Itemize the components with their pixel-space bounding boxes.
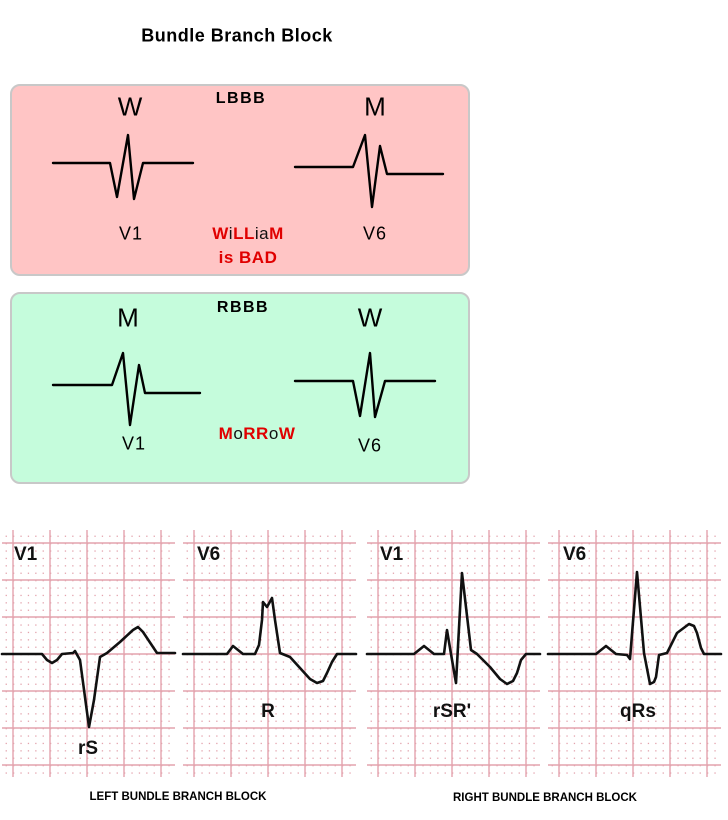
ecg-lead-label: V1 bbox=[14, 544, 38, 565]
lbbb-v6-waveform bbox=[293, 133, 445, 209]
lbbb-v1-label: V1 bbox=[118, 223, 144, 244]
lbbb-box bbox=[10, 84, 470, 276]
lbbb-v1-ecg-trace bbox=[0, 625, 177, 729]
rbbb-v6-waveform bbox=[293, 351, 437, 419]
lbbb-heading: LBBB bbox=[215, 90, 267, 107]
mnemonic-letters: M bbox=[269, 224, 284, 243]
lbbb-v6-ecg-trace bbox=[181, 596, 358, 685]
mnemonic-letters: ia bbox=[254, 224, 270, 243]
page-title: Bundle Branch Block bbox=[141, 25, 333, 46]
rbbb-v1-shape-letter: M bbox=[117, 302, 139, 333]
ecg-pattern-label: qRs bbox=[620, 701, 656, 722]
rbbb-v6-shape-letter: W bbox=[357, 302, 383, 333]
left-bbb-caption: LEFT BUNDLE BRANCH BLOCK bbox=[89, 791, 267, 803]
rbbb-v1-ecg-trace bbox=[365, 571, 542, 686]
lbbb-v6-label: V6 bbox=[362, 223, 388, 244]
ecg-lead-label: V6 bbox=[197, 544, 221, 565]
rbbb-v1-label: V1 bbox=[121, 433, 147, 454]
ecg-lead-label: V1 bbox=[380, 544, 404, 565]
lbbb-mnemonic-is-bad: is BAD bbox=[218, 248, 278, 267]
ecg-pattern-label: rS bbox=[77, 738, 99, 759]
mnemonic-letters: i bbox=[228, 224, 234, 243]
lbbb-v6-shape-letter: M bbox=[364, 91, 386, 122]
rbbb-heading: RBBB bbox=[216, 299, 270, 316]
mnemonic-letters: RR bbox=[243, 424, 269, 443]
mnemonic-letters: o bbox=[268, 424, 279, 443]
mnemonic-letters: o bbox=[233, 424, 244, 443]
right-bbb-caption: RIGHT BUNDLE BRANCH BLOCK bbox=[453, 792, 637, 804]
ecg-pattern-label: R bbox=[261, 701, 275, 722]
mnemonic-letters: W bbox=[278, 424, 296, 443]
ecg-pattern-label: rSR' bbox=[432, 701, 472, 722]
lbbb-v1-waveform bbox=[51, 133, 195, 201]
ecg-lead-label: V6 bbox=[563, 544, 587, 565]
rbbb-v1-waveform bbox=[51, 351, 202, 427]
mnemonic-letters: W bbox=[212, 224, 229, 243]
mnemonic-letters: LL bbox=[233, 224, 255, 243]
rbbb-v6-label: V6 bbox=[357, 435, 383, 456]
lbbb-v1-shape-letter: W bbox=[117, 91, 143, 122]
lbbb-mnemonic-william: WiLLiaM bbox=[212, 224, 284, 244]
rbbb-box bbox=[10, 292, 470, 484]
rbbb-mnemonic-morrow: MoRRoW bbox=[219, 424, 296, 444]
mnemonic-letters: M bbox=[218, 424, 234, 443]
rbbb-v6-ecg-trace bbox=[546, 570, 723, 686]
